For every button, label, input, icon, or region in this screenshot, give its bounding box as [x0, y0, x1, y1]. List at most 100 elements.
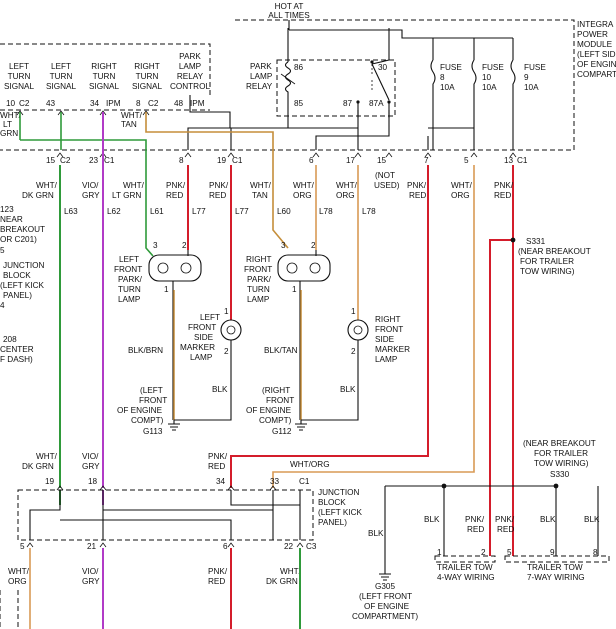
- jb-out-3b: DK GRN: [266, 577, 298, 586]
- jb-bot-22: 22: [284, 542, 294, 551]
- jb-bot-c3: C3: [306, 542, 317, 551]
- left-edge-9: BLOCK: [3, 271, 31, 280]
- jb-out-0a: WHT/: [8, 567, 30, 576]
- g112-blk: BLK: [340, 385, 356, 394]
- lsm-pin2: 2: [224, 347, 229, 356]
- ipm-label-4: (LEFT SIDE: [577, 50, 616, 59]
- g305-loc-2: OF ENGINE: [364, 602, 410, 611]
- cm-col1-l3: SIGNAL: [4, 82, 34, 91]
- wl-7a: WHT/: [336, 181, 358, 190]
- lsm-5: LAMP: [190, 353, 213, 362]
- g305-loc-1: (LEFT FRONT: [359, 592, 412, 601]
- relay-label-1: PARK: [250, 62, 272, 71]
- ground-g113: BLK/BRN BLK (LEFT FRONT OF ENGINE COMPT)…: [117, 346, 228, 436]
- tt4-pin-1: 1: [437, 548, 442, 557]
- splice-s331: S331 (NEAR BREAKOUT FOR TRAILER TOW WIRI…: [518, 237, 591, 276]
- cm-conn-c2: C2: [19, 99, 30, 108]
- jb-in-1b: GRY: [82, 462, 100, 471]
- relay-pin-85: 85: [294, 99, 304, 108]
- wl-1a: VIO/: [82, 181, 99, 190]
- fuse3-num: 9: [524, 73, 529, 82]
- cm-col4-l2: TURN: [136, 72, 159, 81]
- left-partial-box: [0, 590, 19, 629]
- jb-in-1a: VIO/: [82, 452, 99, 461]
- hot-at-all-times-label: HOT AT ALL TIMES: [268, 2, 310, 20]
- cm-pin-34: 34: [90, 99, 100, 108]
- rsm-1: RIGHT: [375, 315, 400, 324]
- left-edge-2: GRN: [0, 129, 18, 138]
- ipm-conn-c1-a: C1: [104, 156, 115, 165]
- wl-7c: L78: [362, 207, 376, 216]
- ipm-pin-15b: 15: [377, 156, 387, 165]
- g305-wire: BLK: [368, 529, 384, 538]
- wire-pnk-red-pin7: [230, 165, 429, 488]
- ipm-pin-5: 5: [464, 156, 469, 165]
- cm-col4-l3: SIGNAL: [132, 82, 162, 91]
- jb-label-1: JUNCTION: [318, 488, 359, 497]
- s330-desc-3: TOW WIRING): [534, 459, 589, 468]
- wl-11a: PNK/: [494, 181, 514, 190]
- s331-id: S331: [526, 237, 546, 246]
- jb-label-3: (LEFT KICK: [318, 508, 363, 517]
- hot-at-all-times-line-1: HOT AT: [275, 2, 304, 11]
- control-module-pins: 10 C2 43 34 IPM 8 C2 48 IPM: [6, 99, 205, 108]
- g112-id: G112: [272, 427, 292, 436]
- cm-col3-l2: TURN: [93, 72, 116, 81]
- relay-control-wire: [189, 95, 289, 128]
- wire-pnk-red-pin13: [489, 165, 514, 556]
- rsm-2: FRONT: [375, 325, 403, 334]
- g113-blk: BLK: [212, 385, 228, 394]
- trailer-ground-bus: [384, 485, 599, 570]
- jb-label-2: BLOCK: [318, 498, 346, 507]
- jb-top-33: 33: [270, 477, 280, 486]
- right-front-side-marker-lamp: 1 2 RIGHT FRONT SIDE MARKER LAMP: [347, 307, 410, 364]
- ground-g112: BLK/TAN BLK (RIGHT FRONT OF ENGINE COMPT…: [246, 346, 356, 436]
- rsm-3: SIDE: [375, 335, 395, 344]
- park-lamp-relay: PARK LAMP RELAY 86 85 30 87 87A: [246, 28, 396, 118]
- g113-wire: BLK/BRN: [128, 346, 163, 355]
- wl-wht-tan-b: TAN: [121, 120, 137, 129]
- g113-loc-3: OF ENGINE: [117, 406, 163, 415]
- rf-pin1: 1: [292, 285, 297, 294]
- lsm-1: LEFT: [200, 313, 220, 322]
- wl-3a: PNK/: [166, 181, 186, 190]
- left-edge-7: 5: [0, 246, 5, 255]
- wire-wht-ltgrn: [19, 112, 154, 257]
- ipm-conn-c1-c: C1: [517, 156, 528, 165]
- wl-2b: LT GRN: [112, 191, 141, 200]
- tt7-pin-8: 8: [593, 548, 598, 557]
- s330-dot-b: [553, 483, 559, 489]
- trailer-tow-7-way: PNK/ RED BLK BLK 5 9 8 TRAILER TOW 7-WAY…: [495, 515, 610, 582]
- tt7-wire-blk-2: BLK: [584, 515, 600, 524]
- lsm-pin1: 1: [224, 307, 229, 316]
- lfpt-1: LEFT: [119, 255, 139, 264]
- relay-pin-87a: 87A: [369, 99, 384, 108]
- fuse1-amps: 10A: [440, 83, 455, 92]
- cm-col2-l1: LEFT: [51, 62, 71, 71]
- lsm-3: SIDE: [194, 333, 214, 342]
- rfpt-2: FRONT: [244, 265, 272, 274]
- left-edge-0: WHT/: [0, 111, 22, 120]
- left-edge-6: OR C201): [0, 235, 37, 244]
- g112-loc-2: FRONT: [266, 396, 294, 405]
- ipm-label-1: INTEGRA: [577, 20, 614, 29]
- rf-pin2: 2: [311, 241, 316, 250]
- trailer-tow-4-way: BLK PNK/ RED 1 2 TRAILER TOW 4-WAY WIRIN…: [424, 515, 496, 582]
- g112-loc-1: (RIGHT: [262, 386, 290, 395]
- cm-col1-l2: TURN: [8, 72, 31, 81]
- lfpt-2: FRONT: [114, 265, 142, 274]
- cm-col5-l1: PARK: [179, 52, 201, 61]
- cm-col5-l2: LAMP: [179, 62, 202, 71]
- left-edge-4: NEAR: [0, 215, 23, 224]
- wl-5b: TAN: [252, 191, 268, 200]
- jb-out-1a: VIO/: [82, 567, 99, 576]
- ipm-pin-7: 7: [424, 156, 429, 165]
- relay-label-3: RELAY: [246, 82, 273, 91]
- wl-8b: USED): [374, 181, 400, 190]
- jb-top-34: 34: [216, 477, 226, 486]
- cm-pin-43: 43: [46, 99, 56, 108]
- wl-4b: RED: [209, 191, 226, 200]
- g113-loc-2: FRONT: [139, 396, 167, 405]
- cm-conn-c2-b: C2: [148, 99, 159, 108]
- cm-pin-48: 48: [174, 99, 184, 108]
